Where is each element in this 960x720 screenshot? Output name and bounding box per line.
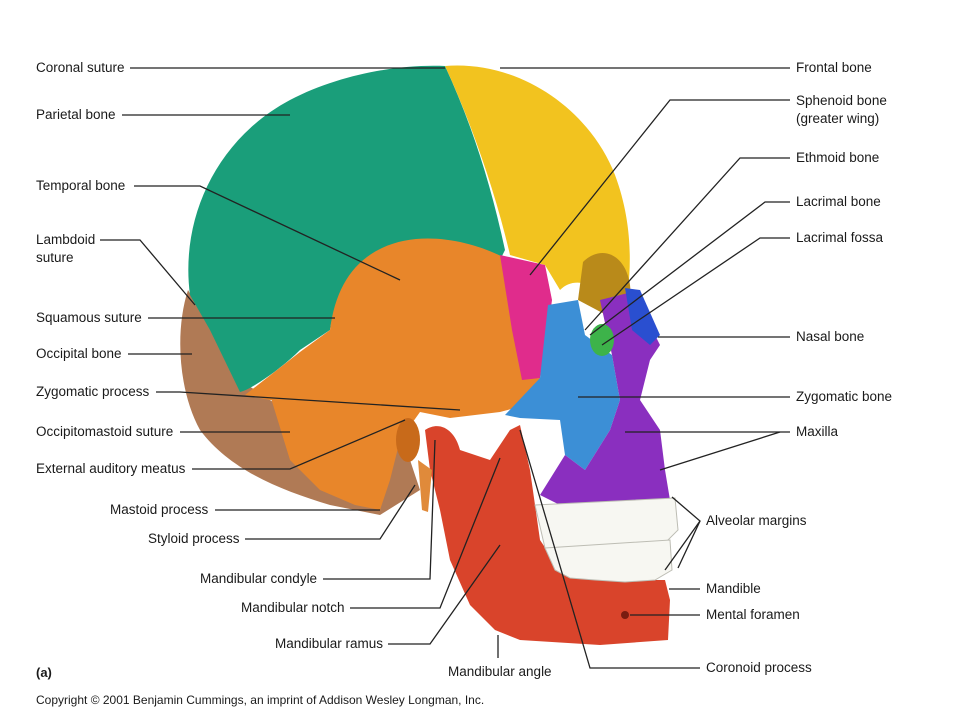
label-occipital-bone: Occipital bone [36, 346, 122, 361]
leader-lines [100, 67, 790, 669]
label-lambdoid-suture-line2: suture [36, 250, 74, 265]
label-coronoid-process: Coronoid process [706, 660, 812, 675]
label-parietal-bone: Parietal bone [36, 107, 116, 122]
label-coronal-suture: Coronal suture [36, 60, 125, 75]
label-nasal-bone: Nasal bone [796, 329, 865, 344]
frontal-bone-shape [445, 65, 630, 301]
label-maxilla: Maxilla [796, 424, 839, 439]
auditory-meatus-shape [396, 418, 420, 462]
label-mandible: Mandible [706, 581, 761, 596]
label-lambdoid-suture-line1: Lambdoid [36, 232, 96, 247]
label-lacrimal-fossa: Lacrimal fossa [796, 230, 884, 245]
label-mastoid-process: Mastoid process [110, 502, 209, 517]
styloid-process-shape [418, 460, 432, 512]
mental-foramen-shape [621, 611, 629, 619]
sphenoid-bone-shape [500, 255, 552, 380]
label-mandibular-notch: Mandibular notch [241, 600, 345, 615]
label-mental-foramen: Mental foramen [706, 607, 800, 622]
lower-teeth-shape [544, 539, 673, 583]
label-sphenoid-bone-line1: Sphenoid bone [796, 93, 887, 108]
label-zygomatic-bone: Zygomatic bone [796, 389, 893, 404]
parietal-bone-shape [188, 65, 505, 393]
label-mandibular-angle: Mandibular angle [448, 664, 552, 679]
label-squamous-suture: Squamous suture [36, 310, 142, 325]
label-alveolar-margins: Alveolar margins [706, 513, 807, 528]
maxilla-shape [540, 290, 670, 505]
label-temporal-bone: Temporal bone [36, 178, 126, 193]
temporal-bone-shape [245, 238, 540, 410]
label-ethmoid-bone: Ethmoid bone [796, 150, 880, 165]
panel-label: (a) [36, 665, 52, 680]
label-occipitomastoid-suture: Occipitomastoid suture [36, 424, 174, 439]
zygomatic-process-shape [270, 378, 545, 510]
label-frontal-bone: Frontal bone [796, 60, 872, 75]
label-zygomatic-process: Zygomatic process [36, 384, 150, 399]
label-mandibular-condyle: Mandibular condyle [200, 571, 318, 586]
copyright-notice: Copyright © 2001 Benjamin Cummings, an i… [36, 693, 485, 707]
label-lacrimal-bone: Lacrimal bone [796, 194, 881, 209]
label-sphenoid-bone-line2: (greater wing) [796, 111, 880, 126]
label-mandibular-ramus: Mandibular ramus [275, 636, 384, 651]
mandible-shape [425, 425, 670, 645]
label-external-auditory-meatus: External auditory meatus [36, 461, 186, 476]
label-styloid-process: Styloid process [148, 531, 240, 546]
lacrimal-bone-shape [590, 324, 614, 356]
